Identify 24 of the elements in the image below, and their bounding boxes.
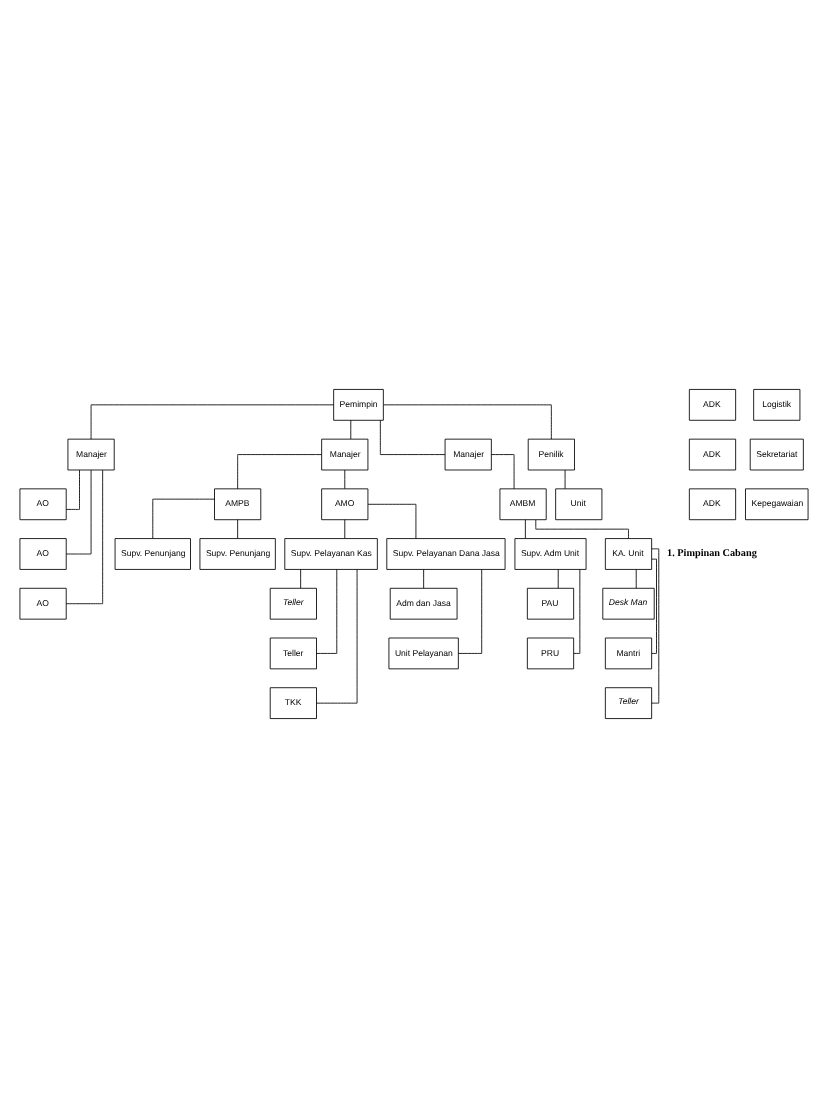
connector bbox=[535, 518, 629, 538]
connector bbox=[237, 518, 239, 538]
connector bbox=[350, 418, 352, 439]
connector bbox=[65, 468, 80, 509]
connector bbox=[651, 557, 657, 653]
connector bbox=[316, 568, 358, 703]
connector bbox=[383, 403, 552, 439]
connector bbox=[90, 403, 334, 439]
connector bbox=[524, 518, 526, 538]
connector bbox=[379, 418, 446, 454]
connector bbox=[635, 568, 637, 588]
connector bbox=[152, 497, 215, 538]
connector bbox=[316, 568, 338, 653]
connector bbox=[423, 568, 425, 588]
connector bbox=[65, 468, 92, 554]
connector bbox=[300, 568, 302, 588]
connector bbox=[557, 568, 559, 588]
connector bbox=[367, 502, 417, 538]
connector bbox=[344, 518, 346, 538]
connector bbox=[573, 568, 581, 653]
connector bbox=[564, 468, 566, 489]
connector bbox=[344, 468, 346, 489]
connector bbox=[65, 468, 104, 604]
connector bbox=[237, 453, 322, 489]
